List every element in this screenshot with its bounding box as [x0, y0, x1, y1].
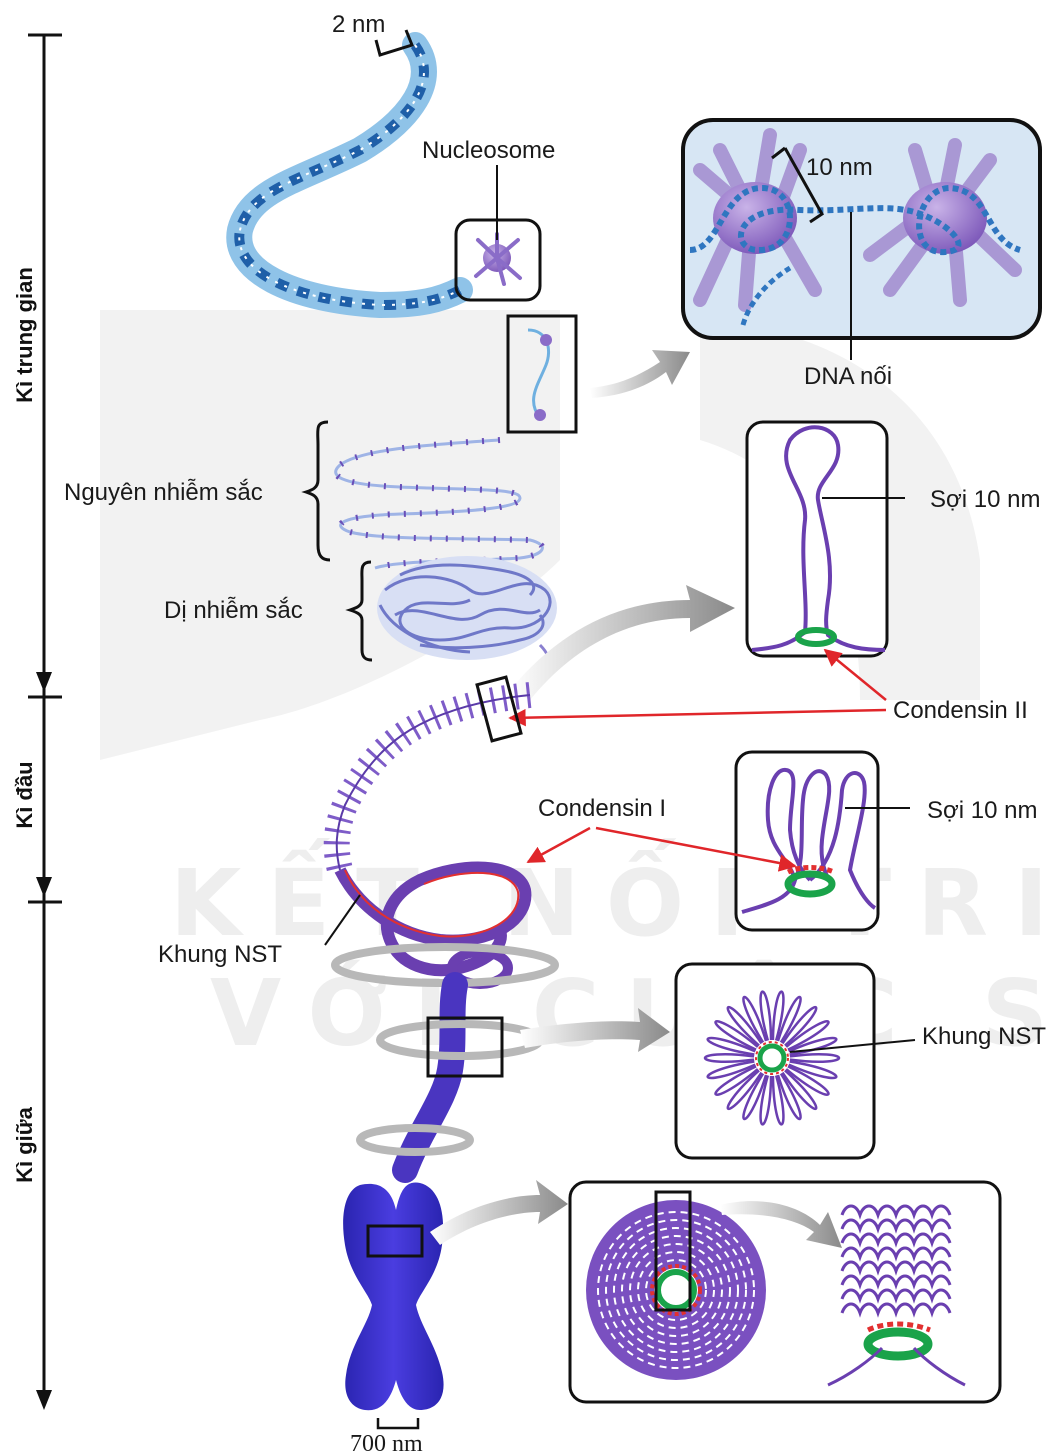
- loop-row: [840, 1274, 952, 1290]
- rosette-loop: [706, 1036, 756, 1056]
- phase-label-interphase: Kì trung gian: [12, 267, 37, 403]
- zoom-arrow-3: [520, 1008, 670, 1052]
- rosette-loop: [704, 1053, 755, 1063]
- loop-row: [840, 1260, 952, 1276]
- rosette-loop: [714, 1065, 759, 1096]
- rosette-loops: [704, 990, 840, 1126]
- phase-label-metaphase: Kì giữa: [12, 1106, 37, 1183]
- phase-timeline: Kì trung gian Kì đầu Kì giữa: [12, 33, 62, 1410]
- label-10nm-top: 10 nm: [806, 154, 873, 181]
- label-dna-width: 2 nm: [332, 11, 385, 38]
- cross-section-ring: [645, 1259, 707, 1321]
- label-linker-dna: DNA nối: [804, 363, 892, 390]
- label-condensin-2: Condensin II: [893, 697, 1028, 724]
- rosette-loop: [781, 1005, 818, 1047]
- rosette-loop: [788, 1060, 838, 1080]
- cross-section-loops: [597, 1211, 755, 1369]
- cross-section-ring: [629, 1243, 723, 1337]
- rosette-loop: [771, 990, 785, 1041]
- label-chromosome-width: 700 nm: [350, 1431, 423, 1456]
- loop-row: [840, 1232, 952, 1248]
- watermark-line-2: VỚI CUỘC SỐNG: [210, 947, 1064, 1067]
- loop-row: [840, 1218, 952, 1234]
- chromatin-loop-stack: [840, 1204, 952, 1318]
- watermark: KẾT NỐI TRI THỨC VỚI CUỘC SỐNG: [100, 310, 1064, 1067]
- condensin-2-panel: Sợi 10 nm: [745, 420, 1040, 658]
- rosette-loop: [726, 1005, 763, 1047]
- loop-row: [840, 1246, 952, 1262]
- chromatid-cross-section-panel: [568, 1180, 1002, 1404]
- zoom-arrow-5: [720, 1201, 842, 1248]
- label-heterochromatin: Dị nhiễm sắc: [164, 597, 303, 624]
- loop-row: [840, 1288, 952, 1304]
- label-scaffold-right: Khung NST: [922, 1023, 1046, 1050]
- rosette-loop: [742, 995, 768, 1044]
- rosette-loop: [781, 1069, 818, 1111]
- condensin-1-annotation: Condensin I: [526, 795, 797, 872]
- label-condensin-1: Condensin I: [538, 795, 666, 822]
- label-euchromatin: Nguyên nhiễm sắc: [64, 479, 263, 506]
- cross-section-ring: [605, 1219, 747, 1361]
- phase-label-prophase: Kì đầu: [12, 761, 37, 828]
- rosette-loop: [714, 1020, 759, 1051]
- rosette-loop: [776, 995, 802, 1044]
- condensin-2-annotation: Condensin II: [508, 648, 1028, 727]
- rosette-loop: [759, 1075, 773, 1126]
- zoom-arrow-4: [430, 1180, 568, 1245]
- rosette-loop: [789, 1053, 840, 1063]
- cross-section-ring: [637, 1251, 715, 1329]
- rosette-loop: [706, 1060, 756, 1080]
- zoom-arrow-2: [510, 585, 735, 700]
- label-nucleosome: Nucleosome: [422, 137, 555, 164]
- rosette-loop: [726, 1069, 763, 1111]
- label-10nm-fiber-2: Sợi 10 nm: [927, 797, 1037, 824]
- dna-double-helix: 2 nm: [226, 11, 473, 319]
- zoom-arrow-1: [590, 350, 690, 398]
- watermark-line-1: KẾT NỐI TRI THỨC: [170, 837, 1064, 957]
- rosette-loop: [742, 1072, 768, 1121]
- metaphase-chromosome: 700 nm: [343, 1182, 444, 1456]
- cross-section-ring: [613, 1227, 739, 1353]
- rosette-loop: [759, 990, 773, 1041]
- scaffold-rosette-panel: Khung NST: [674, 962, 1046, 1160]
- rosette-loop: [785, 1065, 830, 1096]
- rosette-loop: [771, 1075, 785, 1126]
- prophase-coiled-fiber: [323, 675, 532, 874]
- condensin-1-panel: Sợi 10 nm: [734, 750, 1037, 932]
- euchromatin-fiber: Nguyên nhiễm sắc: [64, 420, 546, 571]
- loop-row: [840, 1204, 952, 1220]
- linker-dna-box: [506, 314, 578, 434]
- cross-section-ring: [597, 1211, 755, 1369]
- cross-section-ring: [621, 1235, 731, 1345]
- rosette-loop: [785, 1020, 830, 1051]
- nucleosome-zoom-panel: 10 nm DNA nối: [681, 118, 1042, 390]
- loop-row: [840, 1302, 952, 1318]
- rosette-loop: [776, 1072, 802, 1121]
- heterochromatin-mass: Dị nhiễm sắc: [164, 556, 557, 692]
- metaphase-condensing-fiber: Khung NST: [158, 861, 559, 1183]
- label-scaffold-left: Khung NST: [158, 941, 282, 968]
- nucleosome-box: Nucleosome: [422, 137, 555, 302]
- label-10nm-fiber-1: Sợi 10 nm: [930, 486, 1040, 513]
